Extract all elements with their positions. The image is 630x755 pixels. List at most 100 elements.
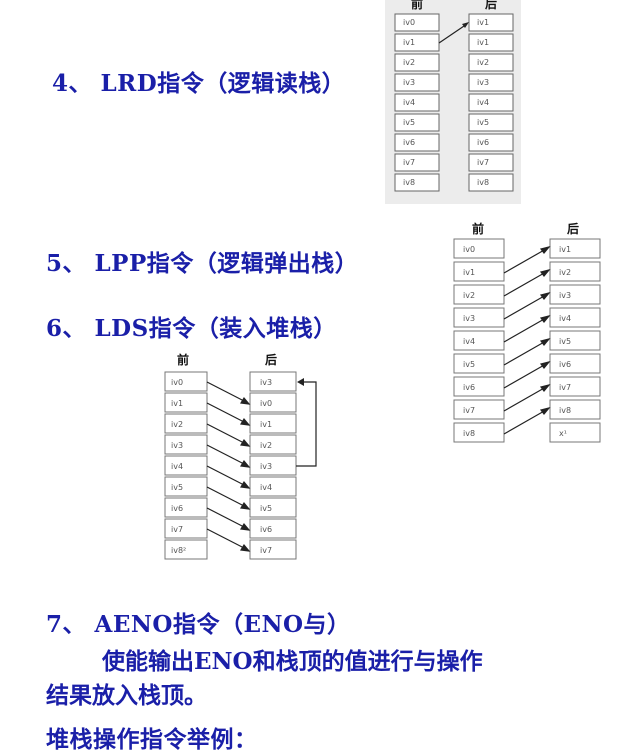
cell-label: iv2: [260, 441, 272, 450]
stack-cell: [468, 133, 514, 152]
cell-label: iv3: [463, 314, 475, 323]
stack-cell: [468, 173, 514, 192]
lds-arrow: [206, 486, 247, 508]
cell-label: iv5: [463, 360, 475, 369]
stack-cell: [394, 93, 440, 112]
cell-label: iv3: [559, 291, 571, 300]
stack-cell: [453, 376, 505, 397]
lpp-stack-diagram: 前 后 iv0 iv1 iv2 iv3 iv4 iv5 iv6 iv7 iv8 …: [453, 219, 603, 459]
stack-cell: [249, 518, 297, 539]
lpp-arrow: [503, 317, 547, 343]
heading-lpp: 5、 LPP指令（逻辑弹出栈）: [46, 250, 359, 277]
cell-label: iv1: [477, 38, 489, 47]
lds-stack-diagram: 前 后 iv0 iv1 iv2 iv3 iv4 iv5 iv6 iv7 iv8²…: [163, 352, 328, 564]
lrd-arrow: [438, 23, 468, 44]
cell-label: iv4: [171, 462, 183, 471]
stack-cell: [164, 413, 208, 434]
stack-cell: [549, 330, 601, 351]
lds-arrow: [206, 444, 247, 466]
stack-cell: [249, 497, 297, 518]
lrd-after-label: 后: [485, 0, 497, 11]
cell-label: iv2: [171, 420, 183, 429]
stack-cell: [453, 261, 505, 282]
stack-cell: [453, 353, 505, 374]
aeno-description-line2: 结果放入栈顶。: [46, 682, 207, 709]
stack-cell: [394, 53, 440, 72]
cell-label: iv8: [559, 406, 571, 415]
stack-cell: [394, 33, 440, 52]
lds-arrows: [206, 381, 251, 552]
arrowhead-icon: [240, 438, 251, 447]
stack-cell: [164, 518, 208, 539]
lpp-arrow: [503, 340, 547, 366]
stack-cell: [453, 330, 505, 351]
cell-label: iv1: [477, 18, 489, 27]
stack-cell: [549, 353, 601, 374]
lds-arrow: [206, 402, 247, 424]
stack-cell: [549, 261, 601, 282]
cell-label: iv8: [463, 429, 475, 438]
cell-label: iv1: [403, 38, 415, 47]
stack-cell: [468, 33, 514, 52]
cell-label: iv7: [463, 406, 475, 415]
arrowhead-icon: [297, 378, 304, 386]
cell-label: iv1: [260, 420, 272, 429]
stack-cell: [549, 422, 601, 443]
stack-cell: [468, 113, 514, 132]
arrowhead-icon: [240, 480, 251, 489]
stack-cell: [468, 13, 514, 32]
lpp-after-label: 后: [567, 221, 579, 236]
stack-cell: [549, 307, 601, 328]
stack-cell: [249, 413, 297, 434]
cell-label: iv6: [260, 525, 272, 534]
stack-cell: [394, 153, 440, 172]
cell-label: iv0: [260, 399, 272, 408]
arrowhead-icon: [240, 417, 251, 426]
lpp-stack-svg: 前 后 iv0 iv1 iv2 iv3 iv4 iv5 iv6 iv7 iv8 …: [453, 221, 601, 443]
stack-cell: [549, 238, 601, 259]
stack-cell: [453, 238, 505, 259]
cell-label: iv0: [463, 245, 475, 254]
stack-cell: [453, 307, 505, 328]
stack-cell: [249, 455, 297, 476]
lds-arrow: [206, 528, 247, 550]
cell-label: iv4: [477, 98, 489, 107]
stack-cell: [394, 173, 440, 192]
stack-cell: [394, 113, 440, 132]
lpp-arrow: [503, 363, 547, 389]
lrd-stack-svg: 前 后 iv0 iv1 iv2 iv3 iv4 iv5 iv6 iv7 iv8 …: [385, 0, 521, 204]
stack-cell: [468, 153, 514, 172]
cell-label: iv2: [463, 291, 475, 300]
cell-label: iv5: [403, 118, 415, 127]
stack-cell: [549, 284, 601, 305]
lpp-before-column: iv0 iv1 iv2 iv3 iv4 iv5 iv6 iv7 iv8: [453, 238, 505, 443]
cell-label: iv4: [559, 314, 571, 323]
cell-label: iv7: [260, 546, 272, 555]
cell-label: iv3: [477, 78, 489, 87]
cell-label: iv6: [171, 504, 183, 513]
cell-label: iv6: [403, 138, 415, 147]
lds-after-column: iv3 iv0 iv1 iv2 iv3 iv4 iv5 iv6 iv7: [249, 371, 297, 560]
lds-arrow: [206, 381, 247, 403]
stack-cell: [453, 399, 505, 420]
arrowhead-icon: [240, 501, 251, 510]
cell-label: iv6: [477, 138, 489, 147]
cell-label: iv7: [171, 525, 183, 534]
lpp-arrow: [503, 271, 547, 297]
arrowhead-icon: [539, 245, 551, 254]
lrd-after-column: iv1 iv1 iv2 iv3 iv4 iv5 iv6 iv7 iv8: [468, 13, 514, 192]
cell-label: iv3: [403, 78, 415, 87]
lds-before-label: 前: [177, 352, 189, 367]
cell-label: iv2: [403, 58, 415, 67]
stack-cell: [394, 73, 440, 92]
aeno-description-line1: 使能输出ENO和栈顶的值进行与操作: [102, 648, 483, 675]
cell-label: iv0: [403, 18, 415, 27]
stack-cell: [164, 371, 208, 392]
heading-example: 堆栈操作指令举例：: [46, 726, 258, 753]
stack-cell: [164, 497, 208, 518]
lpp-arrow: [503, 409, 547, 435]
cell-label: iv8: [403, 178, 415, 187]
stack-cell: [394, 133, 440, 152]
lpp-after-column: iv1 iv2 iv3 iv4 iv5 iv6 iv7 iv8 x¹: [549, 238, 601, 443]
cell-label: iv7: [477, 158, 489, 167]
